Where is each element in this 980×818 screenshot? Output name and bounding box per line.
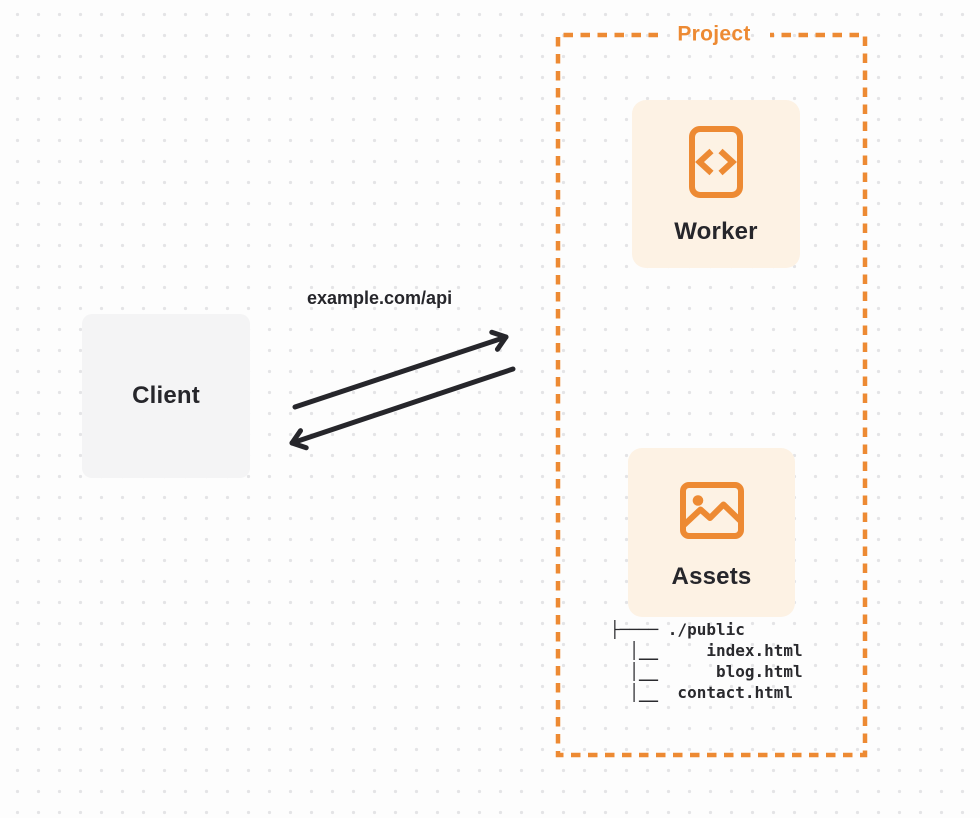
image-icon — [679, 482, 744, 539]
client-label: Client — [132, 382, 200, 409]
project-label: Project — [677, 22, 751, 46]
client-node: Client — [82, 314, 250, 478]
tree-line-index: │__ index.html — [610, 641, 803, 660]
request-arrow — [292, 329, 509, 410]
request-url-label: example.com/api — [307, 288, 453, 308]
worker-node: Worker — [632, 100, 800, 268]
assets-file-tree: ├──── ./public │__ index.html │__ blog.h… — [610, 619, 803, 703]
worker-label: Worker — [674, 218, 758, 245]
response-arrow — [289, 366, 516, 451]
code-file-icon — [689, 126, 743, 198]
tree-line-blog: │__ blog.html — [610, 662, 803, 681]
assets-label: Assets — [671, 563, 752, 590]
assets-node: Assets — [628, 448, 795, 617]
tree-line-contact: │__ contact.html — [610, 683, 794, 702]
tree-line-public: ├──── ./public — [610, 620, 745, 639]
